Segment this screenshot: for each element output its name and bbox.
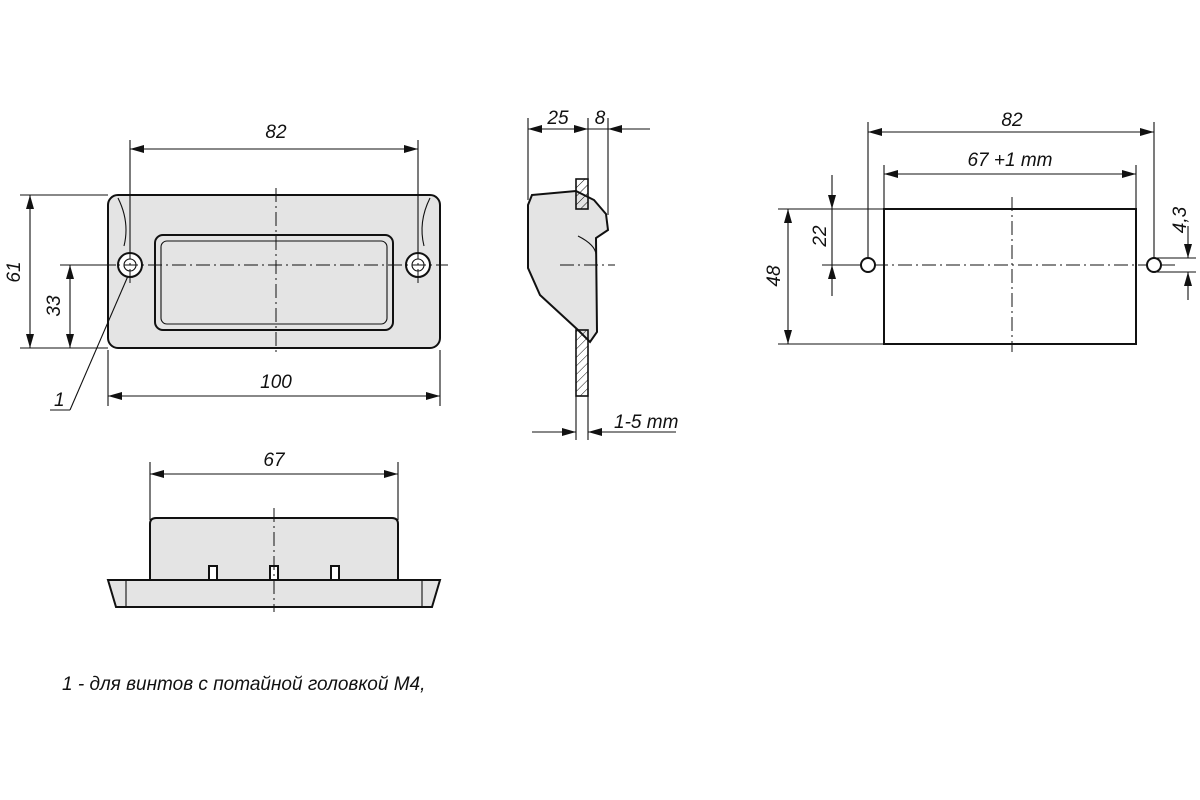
dim-side-8: 8 bbox=[588, 108, 650, 215]
side-body-inner-curve bbox=[577, 235, 597, 259]
dim-side-25: 25 bbox=[527, 108, 589, 200]
bottom-tab-right bbox=[330, 565, 340, 581]
dim-front-82: 82 bbox=[129, 122, 419, 252]
dim-cutout-82-label: 82 bbox=[1001, 110, 1023, 131]
dim-cutout-22-label: 22 bbox=[810, 225, 831, 248]
dim-side-panel-label: 1-5 mm bbox=[614, 412, 678, 433]
dim-front-61-label: 61 bbox=[4, 261, 25, 282]
footnote: 1 - для винтов с потайной головкой М4, bbox=[62, 674, 426, 695]
dim-cutout-48-label: 48 bbox=[764, 265, 785, 287]
bottom-tab-left bbox=[208, 565, 218, 581]
bottom-view: 67 bbox=[106, 450, 442, 612]
dim-cutout-67: 67 +1 mm bbox=[883, 150, 1137, 209]
dim-side-8-label: 8 bbox=[595, 108, 606, 129]
cutout-view: 82 67 +1 mm 48 22 bbox=[764, 110, 1196, 352]
front-view: 82 100 61 33 bbox=[4, 122, 448, 411]
dim-front-33-label: 33 bbox=[44, 295, 65, 317]
dim-side-panel: 1-5 mm bbox=[532, 396, 678, 440]
dim-cutout-67-label: 67 +1 mm bbox=[967, 150, 1052, 171]
front-left-ear-curve bbox=[117, 197, 127, 247]
cutout-rectangle bbox=[883, 208, 1137, 345]
side-flange-top bbox=[575, 178, 589, 210]
dim-front-33: 33 bbox=[44, 264, 116, 349]
dim-front-82-label: 82 bbox=[265, 122, 287, 143]
bottom-body bbox=[149, 517, 399, 581]
dim-front-100-label: 100 bbox=[260, 372, 292, 393]
dim-side-25-label: 25 bbox=[546, 108, 569, 129]
dim-bottom-67: 67 bbox=[149, 450, 399, 520]
dim-cutout-4-3: 4,3 bbox=[1154, 206, 1196, 300]
cutout-left-hole bbox=[860, 257, 876, 273]
front-grip-recess bbox=[154, 234, 394, 331]
cutout-right-hole bbox=[1146, 257, 1162, 273]
dim-cutout-4-3-label: 4,3 bbox=[1170, 206, 1191, 233]
dim-front-61: 61 bbox=[4, 194, 108, 349]
front-right-ear-curve bbox=[421, 197, 431, 247]
dim-front-100: 100 bbox=[107, 350, 441, 406]
dim-cutout-82: 82 bbox=[867, 110, 1155, 258]
dim-cutout-48: 48 bbox=[764, 208, 884, 345]
dim-cutout-22: 22 bbox=[810, 175, 884, 296]
side-body-profile bbox=[527, 189, 610, 344]
dim-bottom-67-label: 67 bbox=[263, 450, 286, 471]
callout-1-label: 1 bbox=[54, 390, 65, 411]
side-flange-bottom bbox=[575, 329, 589, 397]
front-grip-inner bbox=[160, 240, 388, 325]
side-view: 25 8 1-5 mm bbox=[527, 108, 678, 440]
callout-1: 1 bbox=[50, 275, 129, 411]
